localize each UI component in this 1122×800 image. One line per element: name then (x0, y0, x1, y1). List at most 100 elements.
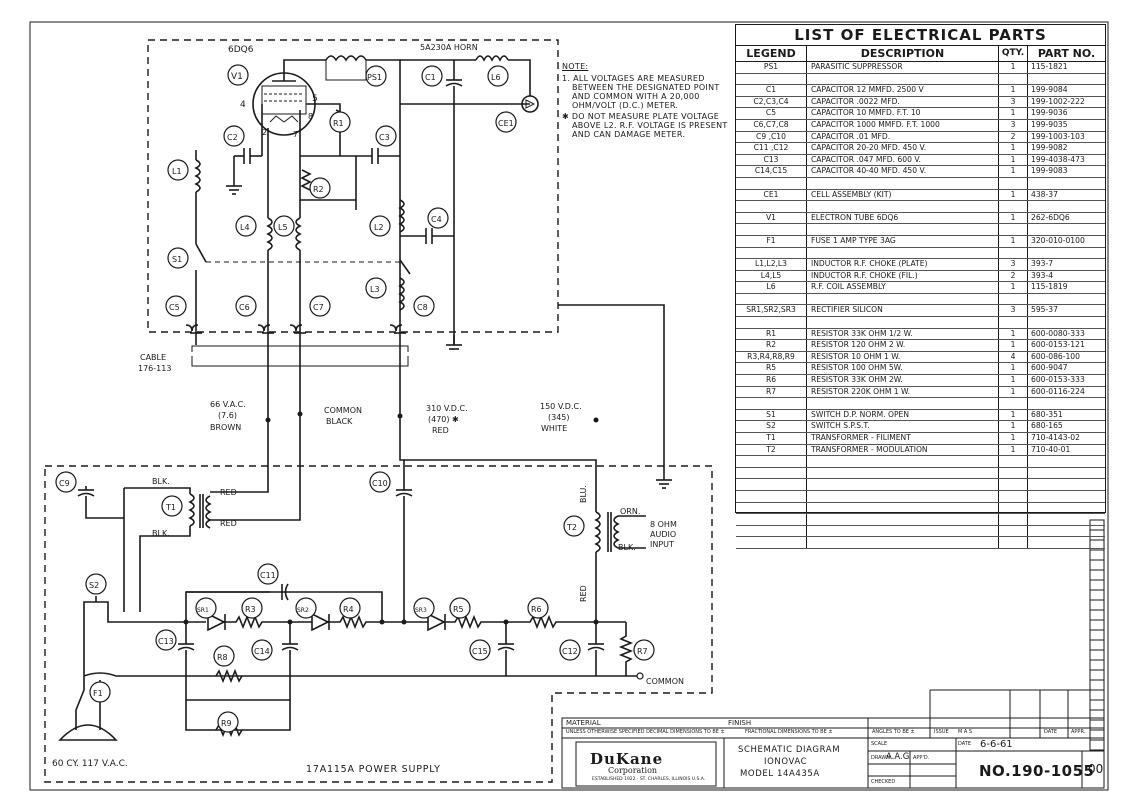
l3-label: L3 (370, 285, 380, 294)
part-description: TRANSFORMER - MODULATION (807, 444, 999, 456)
tb-issue: ISSUE (934, 729, 949, 735)
part-number: 199-9035 (1031, 119, 1068, 129)
t1-label: T1 (165, 503, 176, 512)
part-legend: S2 (736, 421, 807, 432)
c3-label: C3 (379, 133, 390, 142)
part-qty: 1 (999, 328, 1028, 340)
v150-label: 150 V.D.C. (540, 402, 582, 411)
l4-label: L4 (240, 223, 250, 232)
title-block-frame (561, 519, 1105, 789)
s2-label: S2 (89, 581, 99, 590)
parts-row (736, 398, 1105, 410)
part-qty: 1 (999, 444, 1028, 456)
red-label-1: RED (220, 488, 237, 497)
tb-finish: FINISH (728, 719, 752, 727)
part-qty: 1 (999, 108, 1028, 119)
part-qty (999, 467, 1028, 479)
part-number: 115-1819 (1031, 282, 1068, 292)
horn-label: 5A230A HORN (420, 43, 478, 52)
parts-row (736, 502, 1105, 515)
part-qty (999, 537, 1028, 548)
v1-label: V1 (231, 72, 243, 82)
r1-label: R1 (333, 119, 344, 128)
sr2-bubble (295, 597, 317, 619)
header-legend: LEGEND (736, 46, 807, 61)
part-qty (999, 177, 1028, 189)
tb-drawn-label: DRAWN (871, 755, 890, 761)
t2-label: T2 (566, 523, 577, 532)
pin-7: 7 (293, 130, 298, 139)
part-description: INDUCTOR R.F. CHOKE (FIL.) (807, 270, 999, 282)
revision-number: 00 (1088, 762, 1104, 776)
c10-capacitor (395, 489, 413, 622)
parts-row (736, 514, 1105, 526)
part-legend: C9 ,C10 (736, 131, 807, 143)
part-qty (999, 514, 1028, 525)
part-legend: T1 (736, 433, 807, 444)
c6-label: C6 (239, 303, 250, 312)
part-legend (736, 317, 807, 328)
r7-label: R7 (637, 647, 648, 656)
part-number: 600-0153-121 (1031, 340, 1085, 350)
part-legend: PS1 (736, 62, 807, 73)
part-qty (999, 456, 1028, 467)
l1-label: L1 (172, 167, 182, 176)
c13-label: C13 (158, 637, 174, 646)
junction-150v (593, 417, 599, 423)
filament-chokes (266, 128, 302, 345)
tb-drawn: A.A.G (886, 752, 910, 762)
ps1-label: PS1 (367, 73, 382, 82)
c11-capacitor (281, 583, 289, 601)
c7-bubble (309, 295, 331, 317)
blk-label-1: BLK. (152, 477, 170, 486)
part-description: RECTIFIER SILICON (807, 305, 999, 317)
ce1-label: CE1 (498, 119, 514, 128)
blu-label: BLU. (579, 485, 588, 503)
c15-label: C15 (472, 647, 488, 656)
parts-row (736, 467, 1105, 480)
pin-2: 2 (262, 128, 267, 137)
tb-scale: SCALE (871, 741, 888, 747)
power-supply-title: 17A115A POWER SUPPLY (306, 764, 441, 775)
t2-transformer (594, 511, 646, 622)
part-qty: 1 (999, 62, 1028, 73)
r6-label: R6 (531, 605, 542, 614)
part-qty: 3 (999, 96, 1028, 108)
cable-label: CABLE (140, 353, 166, 362)
part-description: CAPACITOR 1000 MMFD. F.T. 1000 (807, 119, 999, 131)
part-legend: R6 (736, 375, 807, 386)
parts-row (736, 317, 1105, 329)
part-legend: SR1,SR2,SR3 (736, 305, 807, 317)
part-number: 710-4143-02 (1031, 433, 1080, 442)
c2-label: C2 (227, 133, 238, 142)
part-qty: 1 (999, 433, 1028, 444)
part-number (1028, 514, 1105, 525)
part-qty: 1 (999, 282, 1028, 293)
part-description: RESISTOR 33K OHM 2W. (807, 375, 999, 386)
c14-bubble (251, 639, 273, 661)
part-qty: 3 (999, 259, 1028, 270)
part-qty: 1 (999, 409, 1028, 421)
l2-label: L2 (374, 223, 384, 232)
r8-label: R8 (217, 653, 228, 662)
parts-row (736, 177, 1105, 190)
part-number (1028, 398, 1105, 409)
part-description: FUSE 1 AMP TYPE 3AG (807, 235, 999, 247)
part-number: 600-0153-333 (1031, 375, 1085, 385)
sr1-label: SR1 (197, 607, 209, 614)
junction-310v (397, 413, 403, 419)
r2-bubble (309, 177, 331, 199)
part-qty (999, 293, 1028, 305)
part-legend (736, 201, 807, 212)
r3-label: R3 (245, 605, 256, 614)
